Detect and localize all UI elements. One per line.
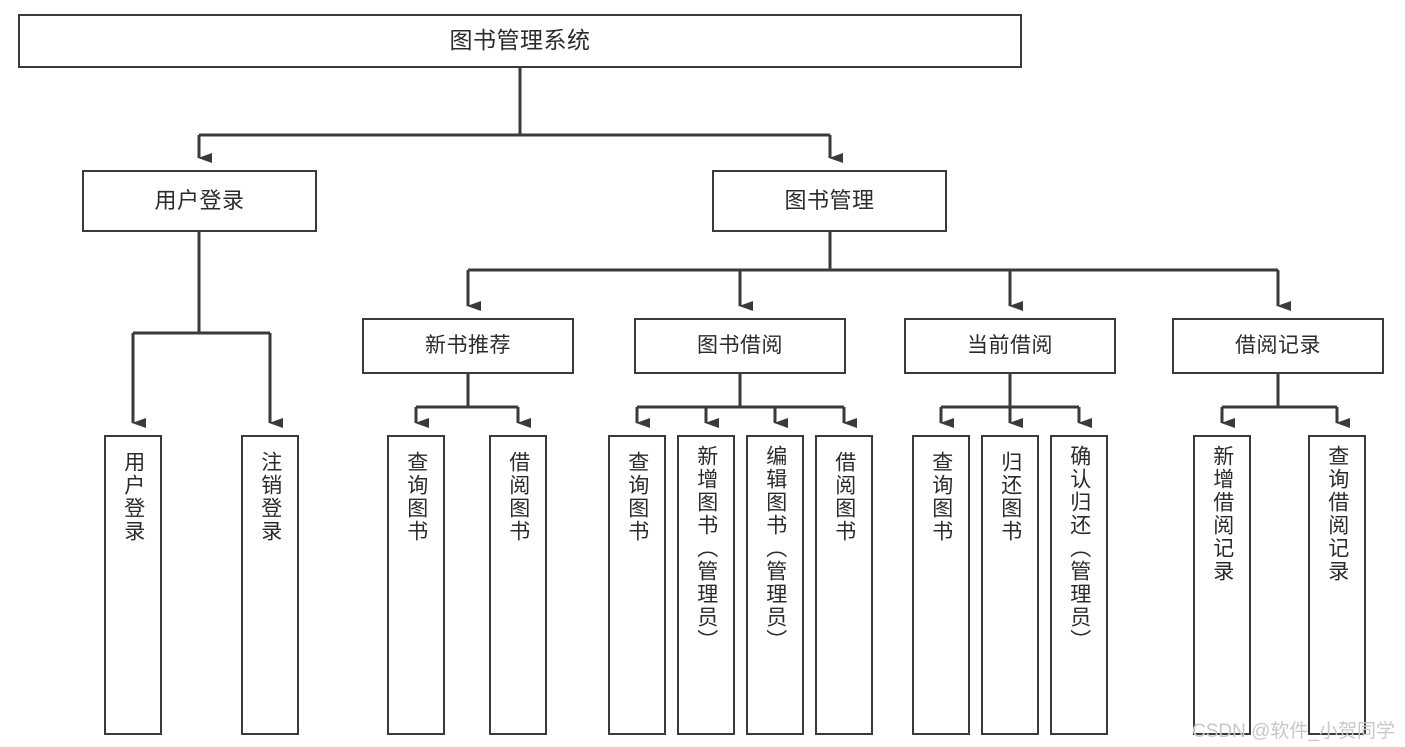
node-user-login[interactable]: 用户登录 <box>82 170 317 232</box>
node-leaf-borrow-record-query[interactable]: 查询借阅记录 <box>1308 435 1366 735</box>
node-book-borrow-label: 图书借阅 <box>697 333 783 357</box>
node-book-manage-label: 图书管理 <box>784 188 875 214</box>
watermark-text: CSDN @软件_小贺同学 <box>1192 721 1395 742</box>
node-leaf-label: 编辑图书（管理员） <box>763 445 787 652</box>
node-new-book-recommend-label: 新书推荐 <box>425 333 511 357</box>
node-user-login-label: 用户登录 <box>154 188 245 214</box>
node-root[interactable]: 图书管理系统 <box>18 14 1022 68</box>
node-leaf-borrow-record-add[interactable]: 新增借阅记录 <box>1193 435 1251 735</box>
node-leaf-book-borrow-query[interactable]: 查询图书 <box>608 435 666 735</box>
node-leaf-label: 查询图书 <box>929 451 953 543</box>
node-root-label: 图书管理系统 <box>449 27 591 54</box>
node-leaf-label: 借阅图书 <box>832 451 856 543</box>
node-leaf-current-borrow-query[interactable]: 查询图书 <box>912 435 970 735</box>
node-leaf-label: 确认归还（管理员） <box>1067 445 1091 652</box>
node-leaf-label: 注销登录 <box>258 451 282 543</box>
node-leaf-label: 归还图书 <box>998 451 1022 543</box>
node-leaf-current-borrow-return[interactable]: 归还图书 <box>981 435 1039 735</box>
node-leaf-book-borrow-edit[interactable]: 编辑图书（管理员） <box>746 435 804 735</box>
node-leaf-book-borrow-add[interactable]: 新增图书（管理员） <box>677 435 735 735</box>
node-leaf-label: 用户登录 <box>121 451 145 543</box>
node-book-manage[interactable]: 图书管理 <box>712 170 947 232</box>
node-borrow-record[interactable]: 借阅记录 <box>1172 318 1384 374</box>
node-leaf-new-book-borrow[interactable]: 借阅图书 <box>489 435 547 735</box>
node-new-book-recommend[interactable]: 新书推荐 <box>362 318 574 374</box>
node-leaf-user-login-logout[interactable]: 注销登录 <box>241 435 299 735</box>
node-current-borrow[interactable]: 当前借阅 <box>904 318 1116 374</box>
node-leaf-label: 查询图书 <box>404 451 428 543</box>
node-leaf-book-borrow-borrow[interactable]: 借阅图书 <box>815 435 873 735</box>
node-leaf-new-book-query[interactable]: 查询图书 <box>387 435 445 735</box>
node-leaf-current-borrow-confirm[interactable]: 确认归还（管理员） <box>1050 435 1108 735</box>
node-leaf-label: 查询图书 <box>625 451 649 543</box>
node-leaf-label: 新增图书（管理员） <box>694 445 718 652</box>
node-book-borrow[interactable]: 图书借阅 <box>634 318 846 374</box>
node-leaf-user-login-login[interactable]: 用户登录 <box>104 435 162 735</box>
node-current-borrow-label: 当前借阅 <box>967 333 1053 357</box>
node-leaf-label: 借阅图书 <box>506 451 530 543</box>
node-borrow-record-label: 借阅记录 <box>1235 333 1321 357</box>
node-leaf-label: 查询借阅记录 <box>1325 445 1349 583</box>
node-leaf-label: 新增借阅记录 <box>1210 445 1234 583</box>
